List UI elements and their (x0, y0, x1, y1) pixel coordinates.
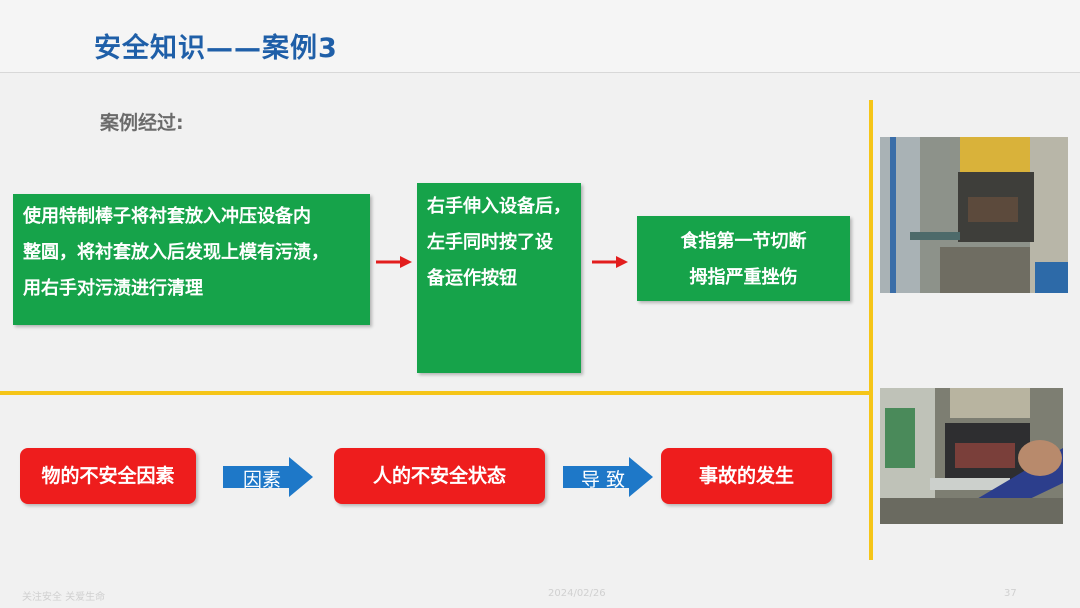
machine-photo-2 (880, 388, 1063, 524)
step-3-box: 食指第一节切断 拇指严重挫伤 (637, 216, 850, 301)
step-2-line-1: 右手伸入设备后， (427, 189, 571, 225)
machine-photo-1 (880, 137, 1068, 293)
arrow-1-label: 因素 (243, 465, 281, 492)
step-2-line-2: 左手同时按了设 (427, 225, 571, 261)
unsafe-human-state-box: 人的不安全状态 (334, 448, 545, 504)
footer-date: 2024/02/26 (548, 588, 606, 599)
section-label: 案例经过: (100, 108, 184, 135)
step-2-line-3: 备运作按钮 (427, 261, 571, 297)
step-1-line-1: 使用特制棒子将衬套放入冲压设备内 (23, 199, 360, 235)
arrow-2-label: 导 致 (581, 465, 625, 492)
horizontal-divider (0, 391, 871, 395)
footer-left-text: 关注安全 关爱生命 (22, 588, 105, 603)
step-2-box: 右手伸入设备后， 左手同时按了设 备运作按钮 (417, 183, 581, 373)
page-title: 安全知识——案例3 (94, 26, 338, 65)
step-1-box: 使用特制棒子将衬套放入冲压设备内 整圆，将衬套放入后发现上模有污渍， 用右手对污… (13, 194, 370, 325)
accident-occurrence-box: 事故的发生 (661, 448, 832, 504)
unsafe-object-factor-box: 物的不安全因素 (20, 448, 196, 504)
step-1-line-3: 用右手对污渍进行清理 (23, 271, 360, 307)
vertical-divider (869, 100, 873, 560)
step-1-line-2: 整圆，将衬套放入后发现上模有污渍， (23, 235, 360, 271)
footer-page-number: 37 (1004, 588, 1017, 599)
red-arrow-1-icon (374, 254, 414, 270)
step-3-line-2: 拇指严重挫伤 (643, 260, 844, 296)
red-arrow-2-icon (590, 254, 630, 270)
step-3-line-1: 食指第一节切断 (643, 224, 844, 260)
